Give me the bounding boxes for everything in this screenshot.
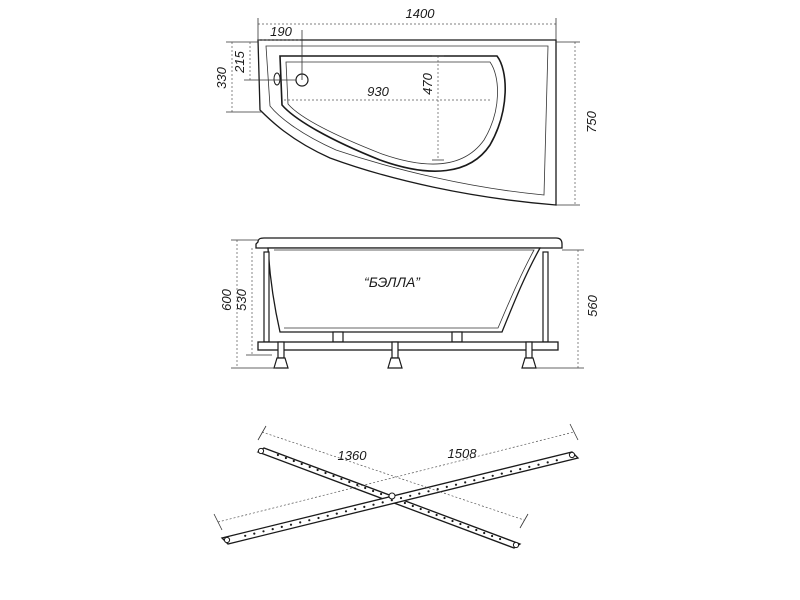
tub-body-side: [267, 247, 542, 333]
frame-bar-long: [220, 451, 580, 545]
model-name: “БЭЛЛА”: [364, 274, 421, 290]
frame-hole: [403, 501, 406, 505]
frame-hole: [475, 528, 478, 532]
frame-hole: [354, 508, 357, 511]
dim-inner-length: 930: [367, 84, 389, 99]
frame-hole: [443, 516, 446, 520]
frame-hole: [427, 490, 430, 493]
frame-hole: [324, 471, 327, 475]
frame-hole: [390, 499, 393, 502]
frame-hole: [381, 501, 384, 504]
dim-height-total: 600: [219, 288, 234, 310]
frame-hole: [289, 523, 293, 526]
frame-hole: [451, 519, 454, 523]
frame-hole: [454, 483, 458, 486]
frame-hole: [399, 496, 403, 500]
frame-hole: [372, 503, 375, 506]
frame-hole: [500, 472, 503, 475]
frame-hole: [317, 516, 320, 520]
frame-hole: [555, 459, 558, 462]
frame-hole: [299, 521, 302, 524]
frame-hole: [280, 525, 283, 529]
frame-hole: [284, 456, 287, 460]
frame-hole: [491, 534, 494, 538]
frame-hole: [253, 532, 256, 535]
top-view: 1400 190 750 330 215 930 470: [214, 6, 599, 206]
frame-hole: [348, 480, 351, 484]
frame-hole: [418, 492, 421, 495]
tub-rim-top: [265, 45, 549, 196]
side-view: “БЭЛЛА” 600 530 560: [219, 237, 600, 369]
frame-hole: [537, 463, 540, 466]
frame-hole: [244, 534, 247, 537]
frame-hole: [372, 489, 375, 493]
frame-hole: [459, 522, 462, 526]
overflow-icon: [273, 72, 281, 86]
base-frame-side: [257, 341, 559, 351]
dim-inner-width: 470: [420, 72, 435, 94]
frame-hole: [473, 479, 476, 482]
dim-height-right: 560: [585, 294, 600, 316]
frame-hole: [483, 531, 486, 535]
frame-hole: [363, 505, 366, 508]
tub-basin-top: [279, 55, 506, 172]
tub-basin-inner-top: [285, 61, 498, 165]
tub-rim-side: [255, 237, 563, 249]
frame-hole: [427, 510, 430, 514]
dim-side-depth: 330: [214, 66, 229, 88]
tub-outline-top: [257, 39, 557, 206]
frame-hole: [445, 485, 448, 488]
dim-width-total: 750: [584, 110, 599, 132]
frame-hole: [344, 510, 348, 513]
frame-hole: [364, 486, 367, 490]
dim-drain-offset: 190: [270, 24, 292, 39]
frame-hole: [356, 483, 359, 487]
frame-hole: [326, 514, 329, 517]
frame-hole: [262, 530, 265, 533]
frame-hole: [436, 488, 439, 491]
frame-hole: [300, 462, 303, 466]
frame-hole: [332, 474, 335, 478]
frame-hole: [546, 461, 549, 464]
dim-bar-short: 1360: [338, 448, 368, 463]
frame-hole: [509, 470, 513, 473]
feet: [273, 341, 537, 369]
frame-hole: [308, 465, 311, 469]
frame-hole: [435, 513, 438, 517]
frame-hole: [491, 474, 494, 477]
frame-view: 1360 1508: [213, 423, 580, 549]
dim-height-body: 530: [234, 288, 249, 310]
frame-hole: [482, 476, 485, 480]
frame-hole: [528, 465, 531, 468]
frame-hole: [419, 507, 422, 511]
frame-hole: [308, 519, 311, 522]
frame-hole: [409, 494, 412, 497]
frame-hole: [292, 459, 295, 463]
frame-hole: [380, 492, 383, 496]
frame-hole: [335, 512, 338, 515]
frame-hole: [271, 528, 274, 531]
frame-hole: [464, 481, 467, 484]
dim-bar-long: 1508: [448, 446, 478, 461]
dim-drain-depth: 215: [232, 50, 247, 73]
frame-hole: [316, 468, 319, 472]
dim-length: 1400: [406, 6, 436, 21]
frame-hole: [276, 453, 279, 457]
frame-hole: [467, 525, 470, 529]
frame-hole: [519, 468, 522, 471]
frame-hole: [499, 537, 502, 541]
frame-hole: [340, 477, 343, 481]
frame-hole: [411, 504, 414, 508]
